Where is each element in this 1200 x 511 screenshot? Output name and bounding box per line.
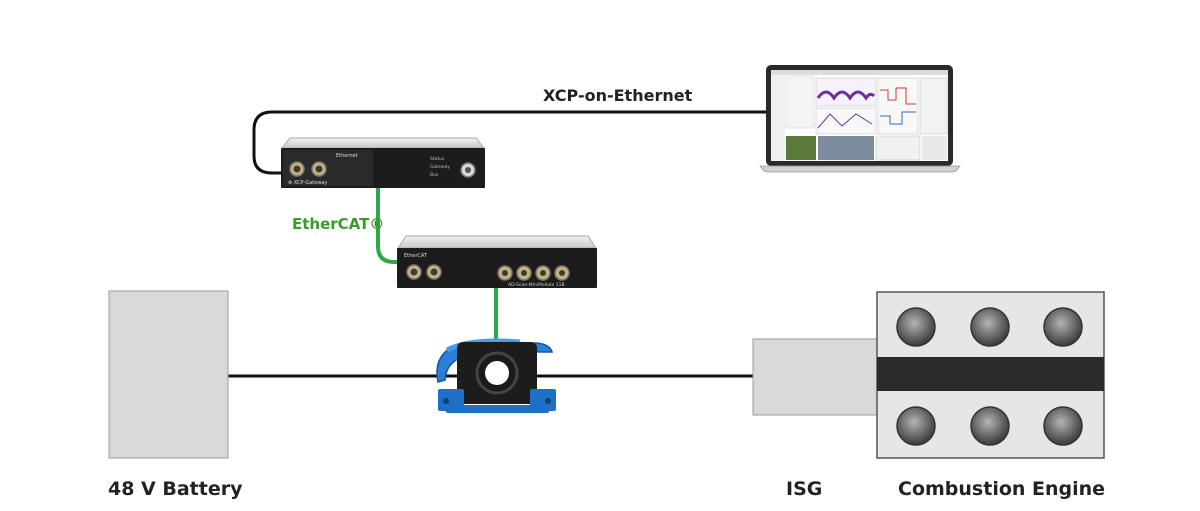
combustion-engine-label: Combustion Engine	[898, 478, 1106, 500]
engine-cylinder-icon	[970, 406, 1010, 446]
svg-text:Status: Status	[430, 156, 445, 162]
isg-label: ISG	[786, 478, 823, 500]
combustion-engine	[876, 291, 1105, 459]
battery-box	[108, 290, 229, 459]
ethercat-label: EtherCAT®	[292, 215, 385, 233]
engine-cylinder-icon	[1043, 307, 1083, 347]
engine-cylinder-icon	[896, 406, 936, 446]
engine-cylinder-icon	[970, 307, 1010, 347]
svg-text:EtherCAT: EtherCAT	[404, 253, 428, 259]
xcp-gateway-icon: ⊗ XCP-Gateway Ethernet Status Gateway Bu…	[280, 137, 486, 188]
engine-cylinder-icon	[1043, 406, 1083, 446]
xcp-ethernet-cable	[252, 110, 770, 175]
isg-box	[752, 338, 878, 416]
current-sensor-icon	[436, 338, 556, 413]
battery-label: 48 V Battery	[108, 478, 243, 500]
engine-cylinder-icon	[896, 307, 936, 347]
ethercat-cable	[376, 186, 404, 264]
xcp-ethernet-label: XCP-on-Ethernet	[543, 86, 693, 105]
svg-text:⊗ XCP-Gateway: ⊗ XCP-Gateway	[288, 180, 327, 186]
svg-text:Bus: Bus	[430, 172, 439, 178]
ethercat-module-icon: EtherCAT AD-Scan-MiniModule 11B	[397, 235, 597, 288]
svg-text:AD-Scan-MiniModule 11B: AD-Scan-MiniModule 11B	[508, 282, 565, 288]
laptop-icon	[759, 65, 961, 173]
svg-text:Gateway: Gateway	[430, 164, 450, 170]
svg-text:Ethernet: Ethernet	[336, 153, 358, 159]
